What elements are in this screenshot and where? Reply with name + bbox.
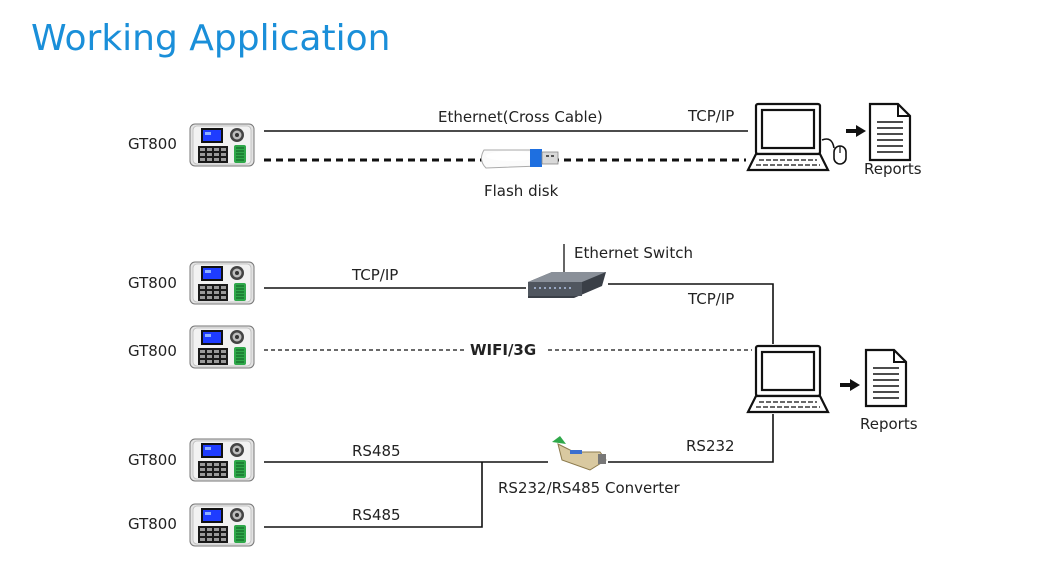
rs485-label: RS485 xyxy=(352,442,401,460)
reports-label: Reports xyxy=(860,415,918,433)
rs485-label: RS485 xyxy=(352,506,401,524)
converter-icon xyxy=(552,436,607,471)
device-label: GT800 xyxy=(128,451,177,469)
page-title: Working Application xyxy=(31,18,391,59)
rs232-label: RS232 xyxy=(686,437,735,455)
reports-label: Reports xyxy=(864,160,922,178)
terminal-device-icon xyxy=(189,261,255,305)
arrow-right-icon xyxy=(838,377,862,393)
rs232-line xyxy=(608,414,774,463)
computer-icon xyxy=(746,102,830,172)
tcpip-label: TCP/IP xyxy=(351,266,398,284)
usb-flash-icon xyxy=(480,149,559,169)
computer-icon xyxy=(746,344,830,414)
ethernet-cable-label: Ethernet(Cross Cable) xyxy=(438,108,603,126)
flash-disk-label: Flash disk xyxy=(484,182,559,200)
network-switch-icon xyxy=(528,244,606,298)
terminal-device-icon xyxy=(189,123,255,167)
mouse-icon xyxy=(821,138,847,165)
tcpip-label: TCP/IP xyxy=(687,290,734,308)
device-label: GT800 xyxy=(128,274,177,292)
arrow-right-icon xyxy=(844,123,868,139)
rs485-line xyxy=(264,462,483,528)
wireless-label: WIFI/3G xyxy=(470,341,536,359)
device-label: GT800 xyxy=(128,135,177,153)
converter-label: RS232/RS485 Converter xyxy=(498,479,681,497)
ethernet-switch-label: Ethernet Switch xyxy=(574,244,693,262)
document-icon xyxy=(868,102,912,162)
device-label: GT800 xyxy=(128,515,177,533)
terminal-device-icon xyxy=(189,325,255,369)
device-label: GT800 xyxy=(128,342,177,360)
tcpip-label: TCP/IP xyxy=(687,107,734,125)
terminal-device-icon xyxy=(189,503,255,547)
document-icon xyxy=(864,348,908,408)
switch-to-pc-line xyxy=(608,283,774,344)
terminal-device-icon xyxy=(189,438,255,482)
